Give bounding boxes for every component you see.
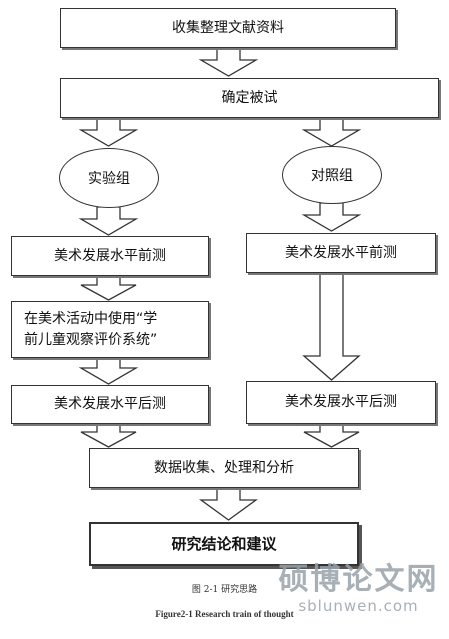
exp-posttest-box: 美术发展水平后测 (11, 385, 209, 424)
control-group-label: 对照组 (311, 168, 353, 184)
arrow-ctrl-to-pretest (301, 202, 362, 232)
experimental-group-label: 实验组 (88, 171, 130, 187)
determine-subjects-label: 确定被试 (221, 89, 278, 106)
experimental-group-oval: 实验组 (59, 148, 159, 208)
ctrl-pretest-label: 美术发展水平前测 (285, 244, 397, 261)
figure-caption-en: Figure2-1 Research train of thought (155, 609, 294, 619)
arrow-exp-posttest-to-analysis (80, 423, 137, 448)
arrow-exp-to-pretest (78, 206, 139, 236)
figure-caption-cn: 图 2-1 研究思路 (191, 585, 258, 595)
ctrl-posttest-box: 美术发展水平后测 (246, 381, 436, 424)
ctrl-posttest-label: 美术发展水平后测 (285, 394, 397, 410)
conclusion-box: 研究结论和建议 (89, 522, 359, 566)
arrow-pretest-to-intervention (80, 275, 137, 301)
analysis-label: 数据收集、处理和分析 (154, 459, 294, 476)
exp-pretest-box: 美术发展水平前测 (11, 236, 209, 276)
collect-literature-label: 收集整理文献资料 (172, 19, 284, 36)
ctrl-pretest-box: 美术发展水平前测 (246, 233, 436, 273)
collect-literature-box: 收集整理文献资料 (60, 8, 396, 48)
control-group-oval: 对照组 (282, 146, 382, 204)
arrow-subjects-to-ctrl (301, 117, 362, 147)
watermark-url: sblunwen.com (298, 597, 419, 615)
arrow-analysis-to-conclusion (199, 487, 258, 521)
intervention-line-2: 前儿童观察评价系统” (24, 331, 158, 348)
arrow-ctrl-posttest-to-analysis (303, 423, 360, 448)
intervention-line-1: 在美术活动中使用“学 (24, 310, 158, 327)
determine-subjects-box: 确定被试 (60, 78, 439, 118)
exp-posttest-label: 美术发展水平后测 (54, 396, 166, 412)
arrow-subjects-to-exp (78, 117, 139, 147)
arrow-intervention-to-posttest (78, 357, 139, 385)
arrow-ctrl-pretest-to-posttest (302, 272, 361, 381)
exp-pretest-label: 美术发展水平前测 (54, 247, 166, 264)
site-watermark: 硕博论文网 sblunwen.com (268, 562, 449, 614)
intervention-box: 在美术活动中使用“学 前儿童观察评价系统” (11, 301, 209, 358)
arrow-collect-to-subjects (198, 47, 259, 77)
conclusion-label: 研究结论和建议 (171, 534, 277, 553)
watermark-text: 硕博论文网 (278, 562, 439, 597)
analysis-box: 数据收集、处理和分析 (89, 448, 359, 488)
